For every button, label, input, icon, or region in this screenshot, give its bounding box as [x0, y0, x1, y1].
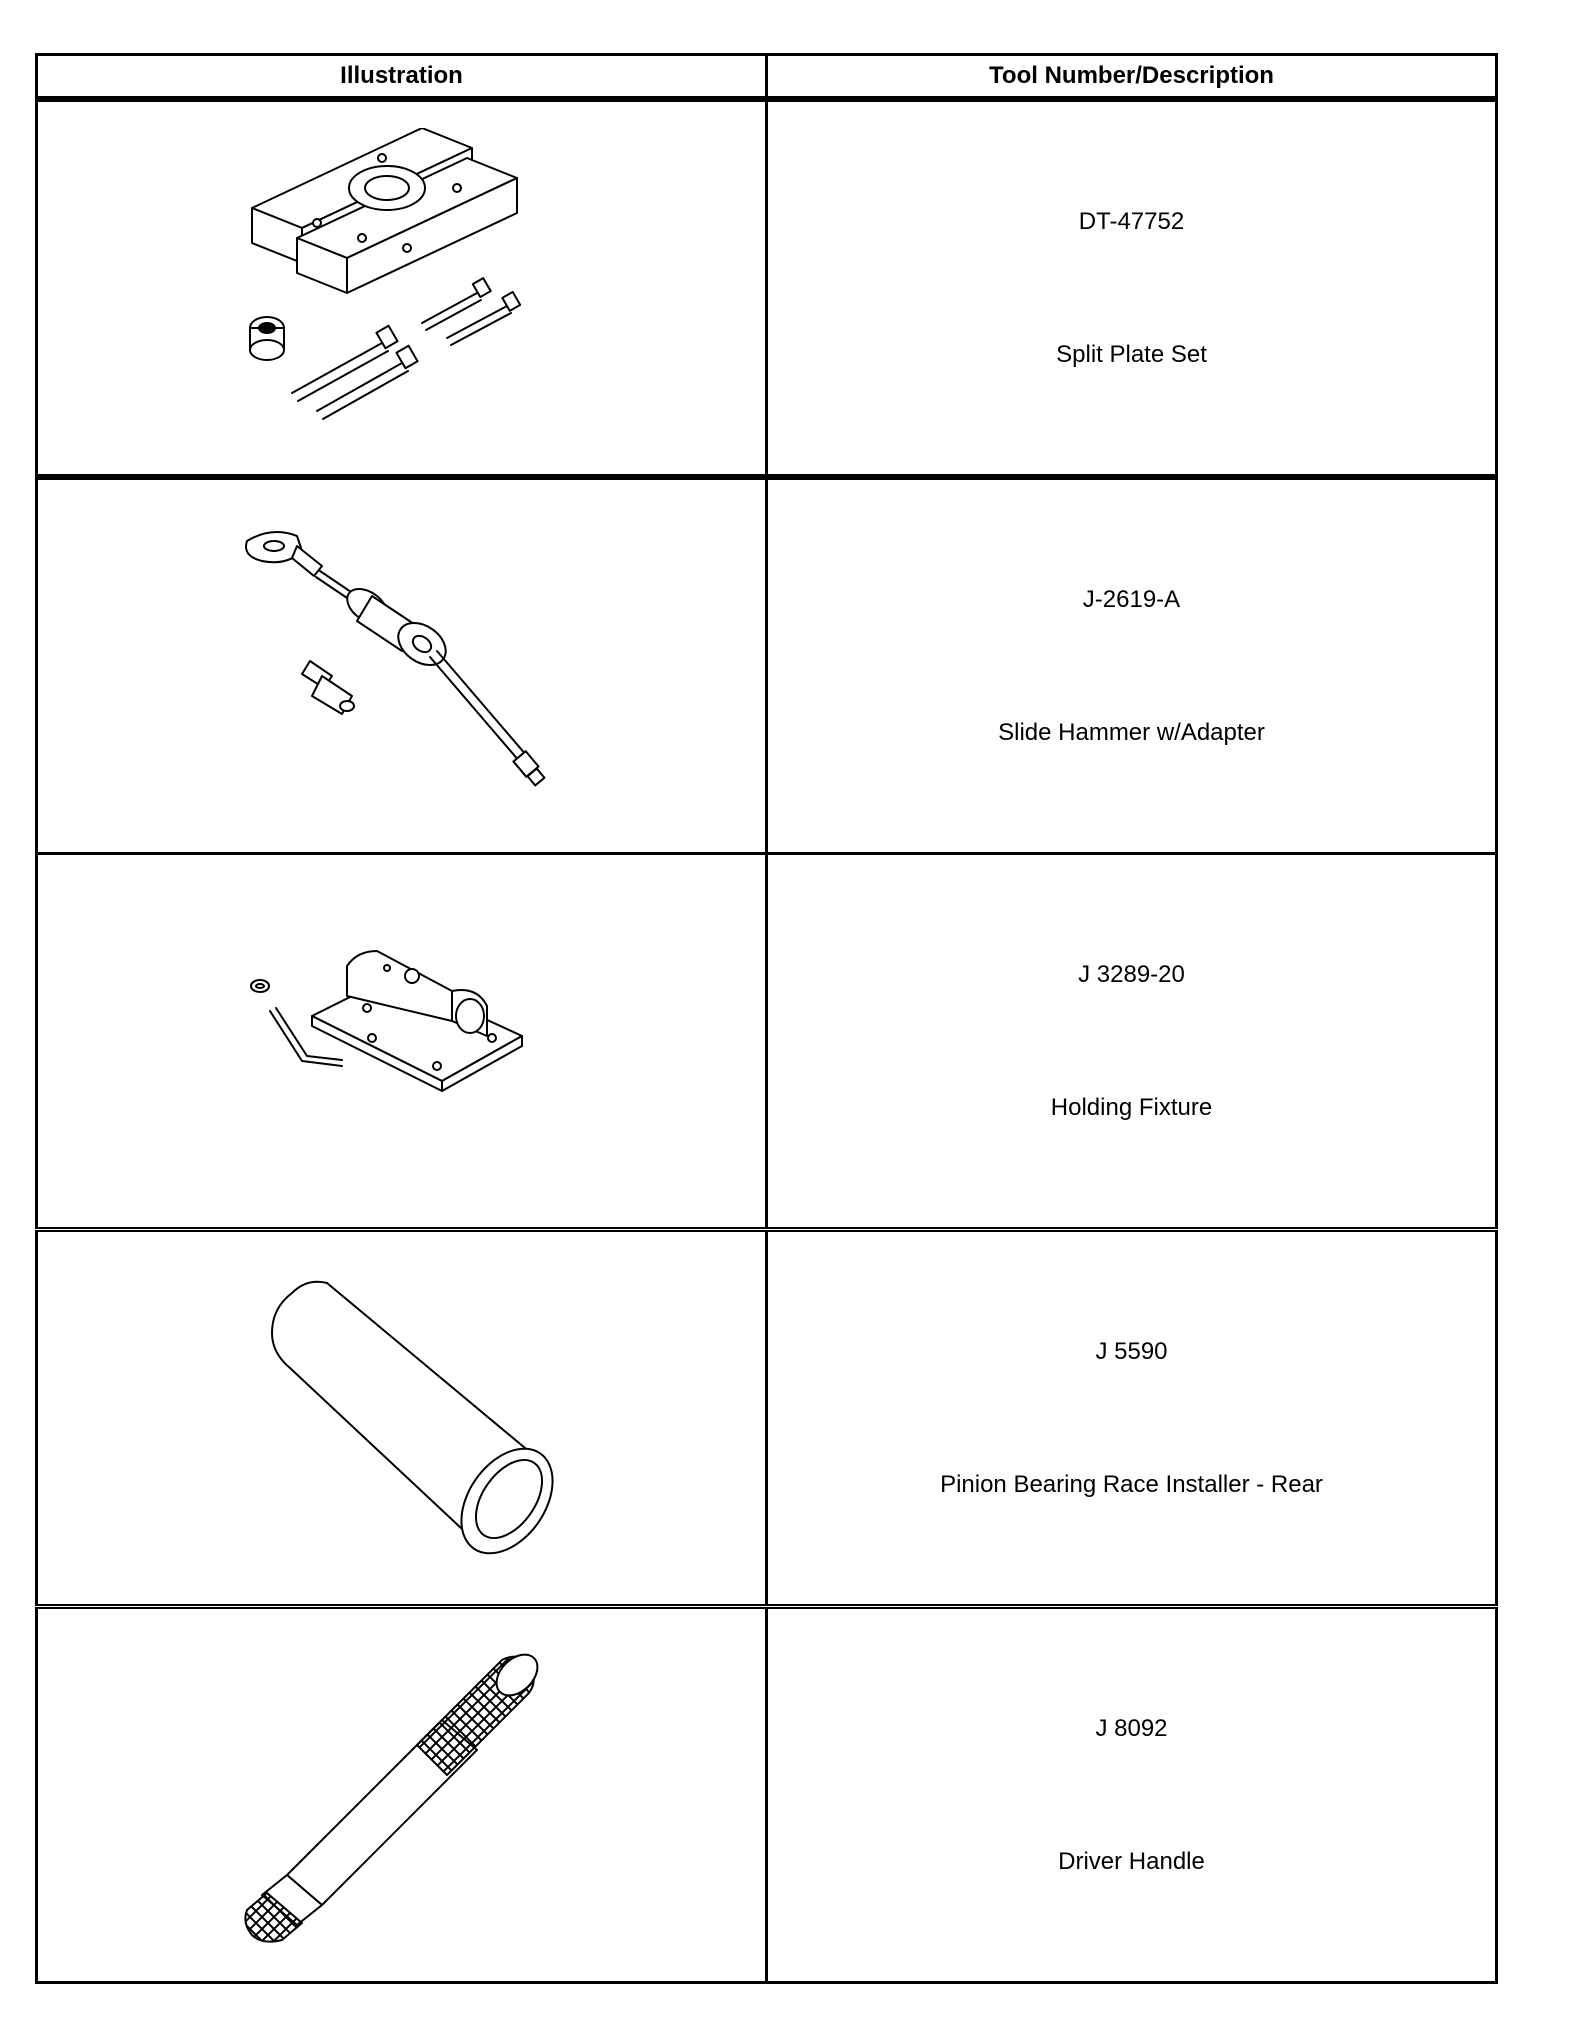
- illustration-cell: [35, 96, 768, 479]
- tool-cell: J-2619-A Slide Hammer w/Adapter: [765, 474, 1498, 855]
- table-row: J-2619-A Slide Hammer w/Adapter: [35, 474, 1498, 855]
- tool-description: Split Plate Set: [1056, 340, 1207, 368]
- tool-column-header: Tool Number/Description: [765, 53, 1498, 101]
- holding-fixture-illustration: [249, 950, 523, 1092]
- race-installer-illustration: [270, 1280, 554, 1555]
- table-row: J 8092 Driver Handle: [35, 1604, 1498, 1984]
- tool-cell: DT-47752 Split Plate Set: [765, 96, 1498, 479]
- tool-cell: J 5590 Pinion Bearing Race Installer - R…: [765, 1227, 1498, 1608]
- illustration-cell: [35, 852, 768, 1231]
- tool-cell: J 3289-20 Holding Fixture: [765, 852, 1498, 1231]
- table-row: J 3289-20 Holding Fixture: [35, 852, 1498, 1231]
- table-row: J 5590 Pinion Bearing Race Installer - R…: [35, 1227, 1498, 1608]
- tool-number: J 8092: [1095, 1714, 1168, 1742]
- illustration-cell: [35, 1604, 768, 1984]
- tool-description: Slide Hammer w/Adapter: [998, 718, 1265, 746]
- tool-number: J 5590: [1095, 1337, 1168, 1365]
- table-header-row: Illustration Tool Number/Description: [35, 53, 1498, 101]
- illustration-column-header: Illustration: [35, 53, 768, 101]
- slide-hammer-illustration: [244, 531, 545, 787]
- tool-number: DT-47752: [1078, 207, 1185, 235]
- tool-cell: J 8092 Driver Handle: [765, 1604, 1498, 1984]
- tool-description: Driver Handle: [1058, 1847, 1205, 1875]
- tool-description: Holding Fixture: [1050, 1093, 1213, 1121]
- illustration-cell: [35, 1227, 768, 1608]
- special-tools-table: Illustration Tool Number/Description: [35, 53, 1498, 1984]
- tool-number: J 3289-20: [1078, 960, 1185, 988]
- table-row: DT-47752 Split Plate Set: [35, 96, 1498, 479]
- driver-handle-illustration: [243, 1653, 538, 1943]
- split-plate-set-illustration: [248, 128, 521, 420]
- illustration-cell: [35, 474, 768, 855]
- tool-number: J-2619-A: [1082, 585, 1181, 613]
- tool-description: Pinion Bearing Race Installer - Rear: [940, 1470, 1323, 1498]
